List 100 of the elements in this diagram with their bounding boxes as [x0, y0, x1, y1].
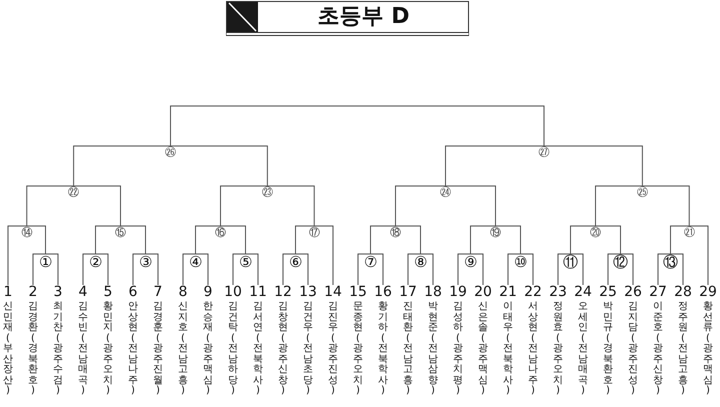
- bracket-line: [182, 254, 196, 286]
- bracket-line: [295, 254, 308, 286]
- player-name: 황선류(광주맥심): [702, 302, 714, 396]
- seed-number: 15: [349, 285, 367, 300]
- player-name: 김수빈(전남매곡): [78, 302, 88, 396]
- bracket-line: [195, 226, 221, 254]
- seed-number: 24: [574, 285, 592, 300]
- match-number: ㉗: [538, 147, 550, 158]
- player-name: 진태환(전남고흥): [402, 302, 414, 396]
- bracket-line: [544, 146, 643, 186]
- match-number: ③: [139, 255, 152, 270]
- match-number: ⑤: [239, 255, 252, 270]
- bracket-line: [145, 254, 158, 286]
- player-name: 김건우(전남초당): [302, 302, 314, 396]
- match-number: ⑯: [215, 227, 226, 238]
- player-name: 김경훈(광주진월): [152, 302, 164, 396]
- match-number: ㉓: [262, 187, 273, 198]
- match-number: ㉔: [440, 187, 451, 198]
- bracket-line: [26, 186, 74, 226]
- bracket-line: [570, 254, 584, 286]
- bracket-line: [170, 146, 268, 186]
- bracket-line: [570, 226, 596, 254]
- seed-number: 29: [699, 285, 717, 300]
- seed-number: 16: [374, 285, 392, 300]
- bracket-line: [314, 226, 334, 286]
- player-name: 이준호(광주신창): [652, 302, 664, 396]
- seed-number: 7: [154, 285, 162, 300]
- bracket-line: [170, 106, 544, 146]
- player-name: 신지호(전남고흥): [178, 302, 188, 396]
- bracket-line: [195, 254, 208, 286]
- player-name: 신은솔(광주맥심): [478, 302, 488, 396]
- seed-number: 27: [649, 285, 667, 300]
- player-name: 한승재(광주맥심): [202, 302, 214, 396]
- title: 초등부 D: [316, 5, 410, 29]
- bracket-line: [470, 226, 496, 254]
- seed-number: 12: [274, 285, 292, 300]
- player-name: 정주원(전남고흥): [678, 302, 688, 396]
- bracket-line: [120, 226, 146, 254]
- match-number: ①: [39, 255, 52, 270]
- match-number: ⑱: [390, 227, 401, 238]
- bracket-line: [408, 254, 421, 286]
- bracket-line: [670, 254, 684, 286]
- match-number: ⑨: [464, 255, 478, 270]
- player-name: 안상현(전남나주): [128, 302, 138, 396]
- player-name: 황민지(광주오치): [102, 302, 114, 396]
- seed-number: 21: [499, 285, 517, 300]
- bracket-line: [658, 254, 671, 286]
- seed-number: 25: [599, 285, 617, 300]
- bracket-line: [220, 186, 268, 226]
- bracket-line: [295, 226, 315, 254]
- bracket-line: [73, 146, 171, 186]
- bracket-line: [370, 254, 384, 286]
- bracket-line: [395, 186, 446, 226]
- bracket-line: [620, 254, 634, 286]
- match-number: ⑥: [289, 255, 302, 270]
- seed-number: 1: [4, 285, 12, 300]
- bracket-line: [8, 226, 28, 286]
- bracket-line: [595, 226, 621, 254]
- match-number: ⑫: [613, 255, 628, 270]
- bracket-line: [558, 254, 571, 286]
- bracket-line: [45, 254, 58, 286]
- player-name: 김지담(광주진성): [628, 302, 638, 396]
- player-name: 박민규(경북환호): [602, 302, 614, 396]
- player-name: 이태우(전북학사): [502, 302, 514, 396]
- seed-number: 23: [549, 285, 567, 300]
- bracket-line: [245, 254, 258, 286]
- seed-number: 14: [324, 285, 342, 300]
- bracket-line: [670, 226, 690, 254]
- bracket-line: [266, 186, 315, 226]
- bracket-line: [420, 254, 434, 286]
- bracket-line: [32, 254, 46, 286]
- bracket-line: [370, 226, 396, 254]
- bracket-line: [232, 254, 246, 286]
- bracket-line: [608, 254, 621, 286]
- player-name: 김성하(광주치평): [452, 302, 464, 396]
- seed-number: 17: [399, 285, 417, 300]
- bracket-line: [688, 226, 708, 286]
- bracket-line: [95, 254, 108, 286]
- bracket-line: [220, 226, 246, 254]
- seed-number: 11: [249, 285, 267, 300]
- match-number: ⑬: [663, 255, 678, 270]
- player-name: 김서연(전북학사): [252, 302, 264, 396]
- bracket-line: [470, 254, 484, 286]
- player-name: 박현준(전남삼향): [428, 302, 438, 396]
- match-number: ㉖: [165, 147, 176, 158]
- seed-number: 19: [449, 285, 467, 300]
- bracket-line: [495, 226, 521, 254]
- seed-number: 20: [474, 285, 492, 300]
- bracket-line: [95, 226, 121, 254]
- player-name: 김건탁(전남하당): [228, 302, 238, 396]
- match-number: ⑳: [590, 227, 601, 238]
- player-name: 오세인(전남매곡): [578, 302, 588, 396]
- bracket-line: [132, 254, 146, 286]
- player-name: 황기하(전북학사): [378, 302, 388, 396]
- bracket-line: [445, 186, 496, 226]
- seed-number: 28: [674, 285, 692, 300]
- player-name: 김창현(광주신창): [278, 302, 288, 396]
- seed-number: 9: [204, 285, 212, 300]
- match-number: ㉑: [684, 227, 695, 238]
- seed-number: 5: [104, 285, 112, 300]
